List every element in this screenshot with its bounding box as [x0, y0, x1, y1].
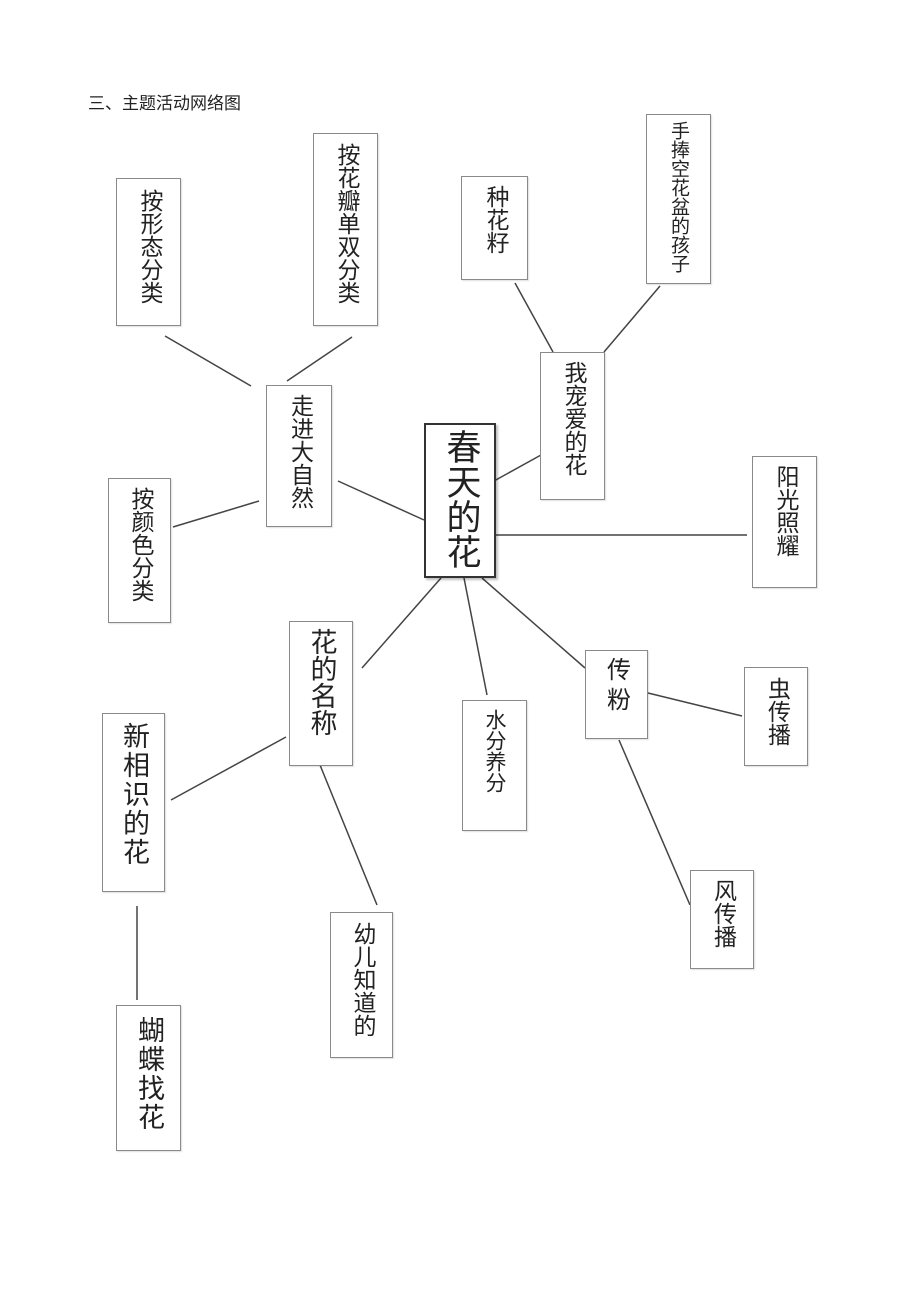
edge-nature-petal	[286, 336, 353, 382]
edge-center-names	[361, 577, 442, 669]
node-pollination: 传粉	[585, 650, 648, 739]
node-shape-classify: 按形态分类	[116, 178, 181, 326]
node-child-pot-label: 手捧空花盆的孩子	[668, 121, 690, 273]
node-center-label: 春天的花	[440, 429, 481, 569]
node-insect: 虫传播	[744, 667, 808, 766]
node-nature-label: 走进大自然	[286, 394, 313, 509]
edge-names-kids	[319, 764, 378, 906]
node-shape-classify-label: 按形态分类	[136, 189, 162, 304]
node-sunshine: 阳光照耀	[752, 456, 817, 588]
node-butterfly: 蝴蝶找花	[116, 1005, 181, 1151]
edge-center-water	[463, 577, 488, 696]
node-kids-know: 幼儿知道的	[330, 912, 393, 1058]
node-flower-names: 花的名称	[289, 621, 353, 766]
node-plant-seeds: 种花籽	[461, 176, 528, 280]
edge-names-new	[170, 736, 287, 801]
node-flower-names-label: 花的名称	[305, 628, 337, 736]
node-favorite-label: 我宠爱的花	[560, 361, 586, 476]
node-wind: 风传播	[690, 870, 754, 969]
edge-pollination-insect	[647, 692, 743, 717]
edge-center-nature	[337, 480, 425, 521]
node-favorite: 我宠爱的花	[540, 352, 605, 500]
edge-favorite-seeds	[514, 282, 554, 353]
edge-pollination-wind	[618, 739, 691, 906]
node-plant-seeds-label: 种花籽	[482, 185, 508, 254]
node-new-flowers-label: 新相识的花	[118, 722, 149, 867]
diagram-heading: 三、主题活动网络图	[88, 94, 241, 114]
edge-nature-color	[172, 500, 260, 528]
node-kids-know-label: 幼儿知道的	[349, 922, 375, 1037]
node-nature: 走进大自然	[266, 385, 332, 527]
node-sunshine-label: 阳光照耀	[772, 465, 798, 557]
node-insect-label: 虫传播	[763, 677, 790, 746]
node-pollination-label: 传粉	[602, 657, 631, 717]
node-wind-label: 风传播	[709, 879, 736, 948]
node-new-flowers: 新相识的花	[102, 713, 165, 892]
node-petal-classify-label: 按花瓣单双分类	[333, 143, 359, 304]
node-water: 水分养分	[462, 700, 527, 831]
node-color-classify: 按颜色分类	[108, 478, 171, 623]
edge-center-favorite	[493, 454, 542, 482]
edge-center-pollination	[481, 577, 586, 669]
node-butterfly-label: 蝴蝶找花	[133, 1016, 164, 1132]
node-center: 春天的花	[424, 423, 496, 578]
node-child-pot: 手捧空花盆的孩子	[646, 114, 711, 284]
node-color-classify-label: 按颜色分类	[127, 487, 153, 602]
node-petal-classify: 按花瓣单双分类	[313, 133, 378, 326]
edge-nature-shape	[164, 335, 252, 387]
edge-favorite-pot	[603, 285, 661, 353]
node-water-label: 水分养分	[483, 709, 507, 793]
